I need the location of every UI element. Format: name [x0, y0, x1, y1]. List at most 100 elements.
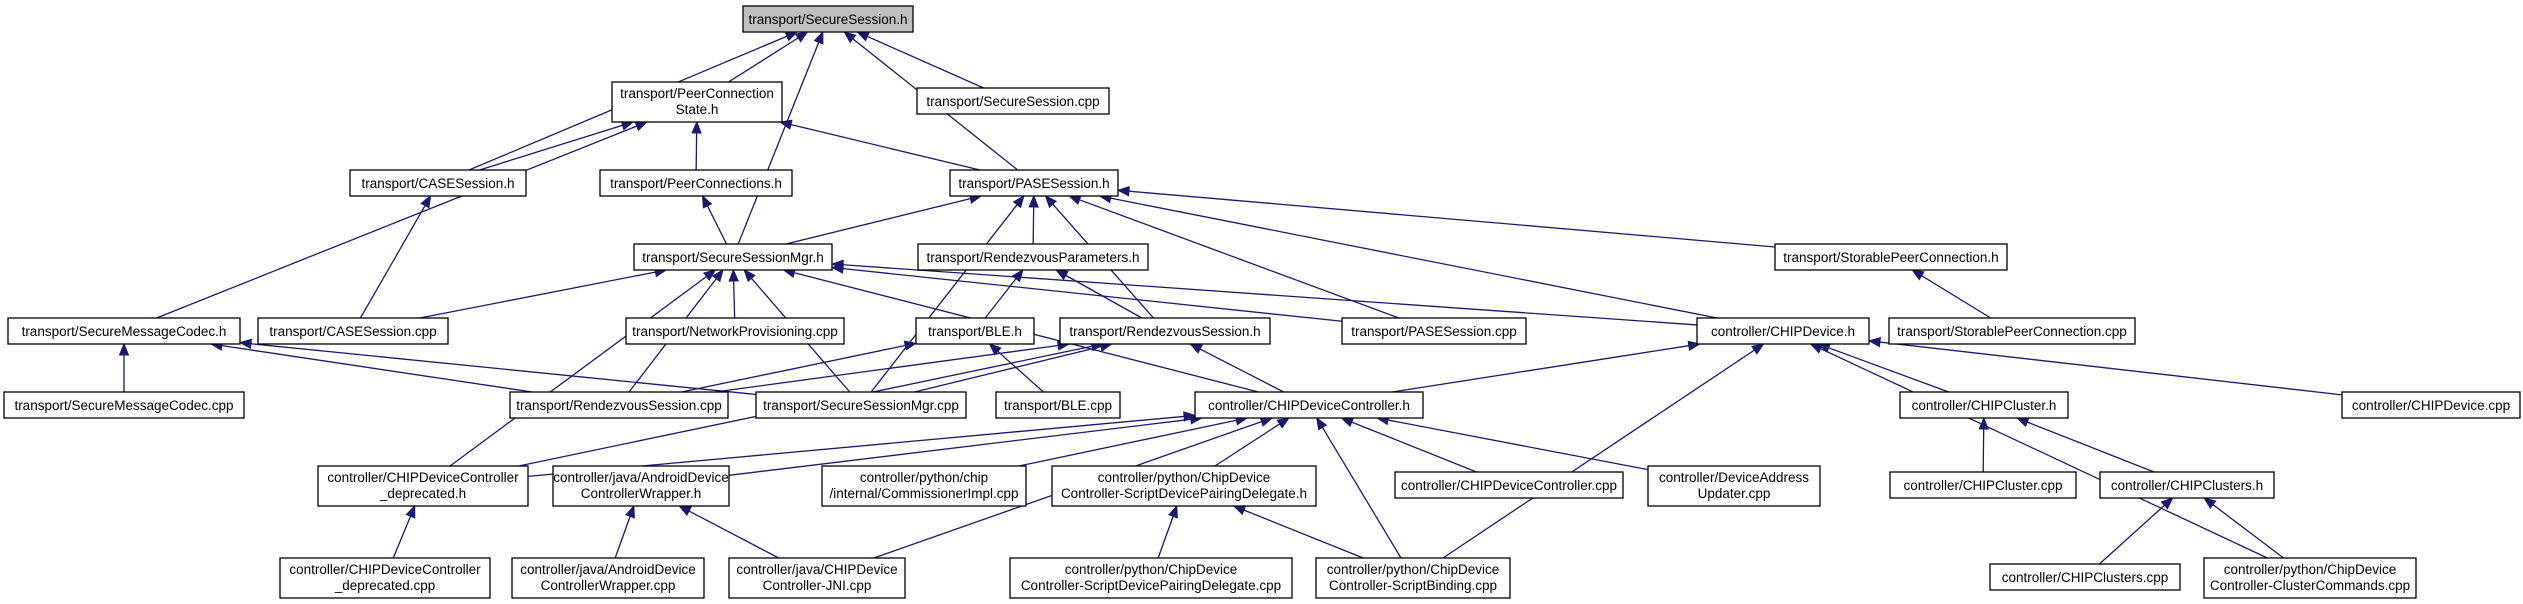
node-controller-chipdevicecontroller-deprecated-cpp[interactable]: controller/CHIPDeviceController_deprecat… [279, 557, 491, 599]
graph-edges [118, 30, 2343, 565]
edge-n_cc_cpp-to-n_cd_h [1820, 348, 2268, 559]
arrowhead-n_cd_h [1867, 336, 1882, 348]
svg-text:controller/java/CHIPDeviceCont: controller/java/CHIPDeviceController-JNI… [736, 562, 897, 593]
svg-text:controller/CHIPClusters.h: controller/CHIPClusters.h [2111, 478, 2263, 493]
arrowhead-n_rs_h [1189, 343, 1203, 354]
svg-text:transport/SecureMessageCodec.c: transport/SecureMessageCodec.cpp [14, 398, 233, 413]
svg-text:transport/PASESession.h: transport/PASESession.h [958, 176, 1109, 191]
svg-text:transport/RendezvousSession.cp: transport/RendezvousSession.cpp [516, 398, 722, 413]
edge-n_ci_cpp-to-n_cdc_h [1018, 419, 1237, 467]
arrowhead-n_cdc_h [1340, 417, 1355, 428]
edge-n_np_cpp-to-n_ssm_h [732, 280, 736, 319]
svg-text:controller/CHIPDeviceControlle: controller/CHIPDeviceController.cpp [1401, 478, 1617, 493]
svg-text:transport/CASESession.h: transport/CASESession.h [361, 176, 514, 191]
svg-text:controller/CHIPDeviceControlle: controller/CHIPDeviceController_deprecat… [327, 470, 519, 501]
node-transport-securesession-cpp[interactable]: transport/SecureSession.cpp [916, 87, 1110, 115]
svg-text:transport/RendezvousSession.h: transport/RendezvousSession.h [1069, 324, 1260, 339]
node-transport-rendezvoussession-cpp[interactable]: transport/RendezvousSession.cpp [509, 391, 729, 419]
svg-text:controller/CHIPDeviceControlle: controller/CHIPDeviceController.h [1208, 398, 1410, 413]
node-transport-securesessionmgr-cpp[interactable]: transport/SecureSessionMgr.cpp [755, 391, 967, 419]
edge-n_pase_h-to-n_pcs [790, 123, 981, 171]
node-transport-storablepeerconnection-cpp[interactable]: transport/StorablePeerConnection.cpp [1888, 317, 2136, 345]
node-controller-chipdevice-cpp[interactable]: controller/CHIPDevice.cpp [2341, 391, 2521, 419]
edge-n_rs_cpp-to-n_rs_h [714, 344, 1059, 393]
edge-n_pase_cpp-to-n_ssm_h [842, 267, 1343, 322]
arrowhead-n_pc_h [701, 194, 713, 209]
arrowhead-n_ssm_h [743, 269, 756, 283]
node-controller-chipdevice-h[interactable]: controller/CHIPDevice.h [1696, 317, 1870, 345]
node-transport-ble-cpp[interactable]: transport/BLE.cpp [995, 391, 1121, 419]
node-transport-pasesession-cpp[interactable]: transport/PASESession.cpp [1341, 317, 1527, 345]
edge-n_ble_h-to-n_rp_h [984, 278, 1017, 319]
edge-n_ble_cpp-to-n_ble_h [997, 350, 1044, 393]
node-transport-securemessagecodec-cpp[interactable]: transport/SecureMessageCodec.cpp [3, 391, 245, 419]
node-transport-securesessionmgr-h[interactable]: transport/SecureSessionMgr.h [633, 243, 833, 271]
arrowhead-n_sdpd_h [1168, 504, 1178, 519]
node-transport-storablepeerconnection-h[interactable]: transport/StorablePeerConnection.h [1774, 243, 2008, 271]
edge-n_sb_cpp-to-n_cd_h [1442, 349, 1755, 559]
node-transport-rendezvousparameters-h[interactable]: transport/RendezvousParameters.h [917, 243, 1149, 271]
node-transport-ble-h[interactable]: transport/BLE.h [915, 317, 1035, 345]
svg-text:controller/python/chip/interna: controller/python/chip/internal/Commissi… [829, 470, 1018, 501]
edge-n_ssm_h-to-n_root [737, 41, 820, 245]
arrowhead-n_ssm_h [711, 268, 724, 283]
edge-n_cd_cpp-to-n_cd_h [1879, 341, 2343, 396]
edge-n_sdpd_cpp-to-n_sdpd_h [1157, 516, 1174, 559]
arrowhead-n_cd_h [1751, 343, 1765, 355]
edge-n_case_h-to-n_pcs [479, 124, 623, 171]
node-transport-casesession-cpp[interactable]: transport/CASESession.cpp [257, 317, 449, 345]
node-transport-casesession-h[interactable]: transport/CASESession.h [349, 169, 527, 197]
node-controller-chipclusters-h[interactable]: controller/CHIPClusters.h [2099, 471, 2275, 499]
svg-text:transport/BLE.cpp: transport/BLE.cpp [1004, 398, 1112, 413]
node-controller-chipdevicecontroller-cpp[interactable]: controller/CHIPDeviceController.cpp [1394, 471, 1624, 499]
arrowhead-n_pase_h [1012, 194, 1025, 209]
node-controller-chipclusters-cpp[interactable]: controller/CHIPClusters.cpp [1989, 563, 2181, 591]
edge-n_cdcd_cpp-to-n_cdcd_h [392, 515, 412, 559]
node-controller-chipcluster-h[interactable]: controller/CHIPCluster.h [1899, 391, 2069, 419]
arrowhead-n_pase_h [1067, 195, 1082, 205]
node-transport-pasesession-h[interactable]: transport/PASESession.h [949, 169, 1119, 197]
edge-n_ssm_cpp-to-n_rs_h [914, 345, 1102, 393]
arrowhead-n_pase_h [1028, 194, 1039, 208]
node-transport-securesession-h[interactable]: transport/SecureSession.h [742, 5, 914, 33]
arrowhead-n_rp_h [1011, 268, 1024, 283]
node-transport-securemessagecodec-h[interactable]: transport/SecureMessageCodec.h [7, 317, 241, 345]
svg-text:controller/CHIPDeviceControlle: controller/CHIPDeviceController_deprecat… [289, 562, 481, 593]
arrowhead-n_cdc_h [1259, 416, 1274, 427]
edge-n_adcw_cpp-to-n_adcw_h [614, 516, 631, 559]
node-transport-networkprovisioning-cpp[interactable]: transport/NetworkProvisioning.cpp [625, 317, 845, 345]
edge-n_cd_h-to-n_ssm_h [842, 264, 1698, 326]
edge-n_case_cpp-to-n_ssm_h [419, 271, 656, 319]
edge-n_adcw_h-to-n_cdc_h [728, 418, 1191, 476]
node-controller-chipdevicecontroller-h[interactable]: controller/CHIPDeviceController.h [1194, 391, 1424, 419]
arrowhead-n_ssm_h [830, 259, 844, 271]
arrowhead-n_adcw_h [678, 505, 692, 516]
arrowhead-n_cd_h [1809, 343, 1824, 354]
edge-n_cdc_h-to-n_cd_h [1392, 345, 1689, 393]
svg-text:transport/PASESession.cpp: transport/PASESession.cpp [1351, 324, 1517, 339]
node-controller-chipdevicecontroller-deprecated-h[interactable]: controller/CHIPDeviceController_deprecat… [317, 465, 529, 507]
svg-text:controller/CHIPDevice.cpp: controller/CHIPDevice.cpp [2352, 398, 2510, 413]
arrowhead-n_ccl_h [2015, 417, 2030, 428]
node-controller-chipcluster-cpp[interactable]: controller/CHIPCluster.cpp [1889, 471, 2077, 499]
node-transport-peerconnections-h[interactable]: transport/PeerConnections.h [599, 169, 793, 197]
edge-n_ssm_cpp-to-n_smc_h [250, 343, 757, 396]
edge-n_ccl_cpp-to-n_ccl_h [1982, 428, 1985, 473]
node-transport-rendezvoussession-h[interactable]: transport/RendezvousSession.h [1059, 317, 1271, 345]
svg-text:controller/CHIPClusters.cpp: controller/CHIPClusters.cpp [2002, 570, 2169, 585]
arrowhead-n_ccl_h [1978, 416, 1989, 430]
node-controller-python-chip-internal-commissionerimpl-cpp[interactable]: controller/python/chip/internal/Commissi… [821, 465, 1027, 507]
